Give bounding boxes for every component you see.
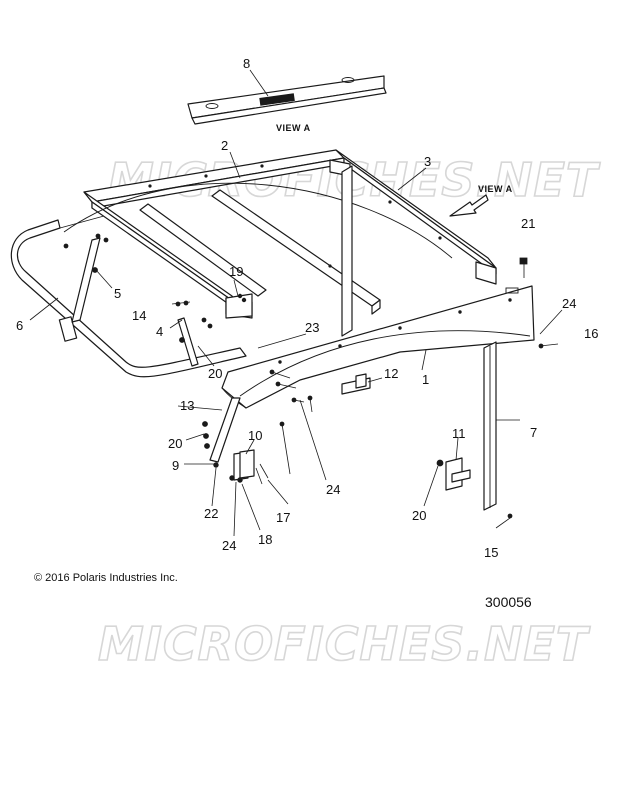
bracket-part-11 xyxy=(445,457,471,491)
callout-3: 3 xyxy=(424,154,431,169)
hardware-fasteners xyxy=(63,233,559,529)
callout-9: 9 xyxy=(172,458,179,473)
roof-panel-part-1 xyxy=(63,182,535,409)
callout-13: 13 xyxy=(180,398,194,413)
support-post-part-7 xyxy=(341,165,497,511)
strut-part-13 xyxy=(209,397,241,463)
callout-24-bottom: 24 xyxy=(222,538,236,553)
callout-4: 4 xyxy=(156,324,163,339)
callout-18: 18 xyxy=(258,532,272,547)
strut-part-4 xyxy=(177,317,199,367)
callout-8: 8 xyxy=(243,56,250,71)
callout-numbers: 8 2 3 21 19 5 6 14 4 23 24 16 20 12 1 13… xyxy=(16,56,598,560)
callout-20-left: 20 xyxy=(208,366,222,381)
bracket-part-12 xyxy=(341,373,371,395)
callout-10: 10 xyxy=(248,428,262,443)
copyright-notice: © 2016 Polaris Industries Inc. xyxy=(34,572,178,584)
callout-20-mid: 20 xyxy=(168,436,182,451)
diagram-number: 300056 xyxy=(485,594,532,610)
callout-24-right: 24 xyxy=(562,296,576,311)
callout-1: 1 xyxy=(422,372,429,387)
callout-19: 19 xyxy=(229,264,243,279)
view-a-caption: VIEW A xyxy=(276,123,311,133)
strut-part-5 xyxy=(71,237,101,323)
watermark-bottom: MICROFICHES.NET xyxy=(98,617,591,671)
roof-frame-rails xyxy=(83,149,497,319)
callout-2: 2 xyxy=(221,138,228,153)
callout-16: 16 xyxy=(584,326,598,341)
callout-24-center: 24 xyxy=(326,482,340,497)
callout-17: 17 xyxy=(276,510,290,525)
callout-7: 7 xyxy=(530,425,537,440)
callout-15: 15 xyxy=(484,545,498,560)
callout-22: 22 xyxy=(204,506,218,521)
callout-23: 23 xyxy=(305,320,319,335)
callout-12: 12 xyxy=(384,366,398,381)
grab-handle-part-6 xyxy=(10,215,247,378)
callout-21: 21 xyxy=(521,216,535,231)
callout-5: 5 xyxy=(114,286,121,301)
callout-leaders xyxy=(29,151,563,537)
callout-6: 6 xyxy=(16,318,23,333)
callout-14: 14 xyxy=(132,308,146,323)
view-a-reference: VIEW A xyxy=(478,184,513,194)
bracket-part-10 xyxy=(233,449,255,481)
callout-11: 11 xyxy=(452,426,466,441)
callout-20-right: 20 xyxy=(412,508,426,523)
visor-bar-part-8 xyxy=(187,69,387,125)
view-a-arrow-icon xyxy=(449,194,489,217)
